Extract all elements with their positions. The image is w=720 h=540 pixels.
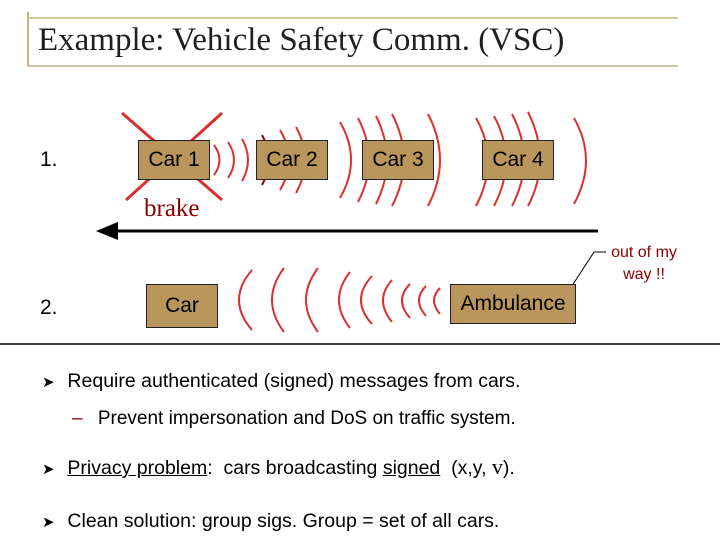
- sub-bullet-1-text: Prevent impersonation and DoS on traffic…: [97, 408, 516, 429]
- scenario2-number: 2.: [40, 296, 58, 319]
- scenario2-waves: [238, 267, 441, 333]
- callout-line-1: out of my: [611, 244, 677, 261]
- bullet-2: ➤ Privacy problem: cars broadcasting sig…: [42, 454, 515, 480]
- callout-line-2: way !!: [623, 266, 665, 283]
- car-1: Car 1: [138, 140, 210, 180]
- car-2: Car 2: [256, 140, 328, 180]
- privacy-problem-text: Privacy problem: [67, 457, 208, 479]
- right-arrowhead-icon: ➤: [42, 514, 55, 531]
- callout-text: out of my way !!: [606, 242, 682, 286]
- callout-pointer: [567, 251, 606, 293]
- brake-label: brake: [144, 195, 200, 222]
- ambulance: Ambulance: [450, 284, 576, 324]
- right-arrowhead-icon: ➤: [42, 461, 55, 478]
- right-arrowhead-icon: ➤: [42, 374, 55, 391]
- car-3: Car 3: [362, 140, 434, 180]
- bullet-1-text: Require authenticated (signed) messages …: [67, 370, 521, 392]
- page-title: Example: Vehicle Safety Comm. (VSC): [38, 22, 565, 58]
- bullet-2-text-c: ).: [502, 457, 515, 479]
- bullet-2-text-a: : cars broadcasting: [207, 457, 383, 479]
- car-scenario2: Car: [146, 284, 218, 328]
- bullet-3-text: Clean solution: group sigs. Group = set …: [67, 510, 500, 532]
- dash-icon: –: [72, 408, 83, 429]
- velocity-symbol: v: [491, 454, 503, 479]
- bullet-3: ➤ Clean solution: group sigs. Group = se…: [42, 510, 499, 533]
- sub-bullet-1: – Prevent impersonation and DoS on traff…: [72, 408, 516, 430]
- signed-text: signed: [382, 457, 441, 479]
- brake-arrow-head: [96, 222, 118, 240]
- car-4: Car 4: [482, 140, 554, 180]
- bullet-2-text-b: (x,y,: [440, 457, 492, 479]
- bullet-1: ➤ Require authenticated (signed) message…: [42, 370, 520, 393]
- scenario1-number: 1.: [40, 148, 58, 171]
